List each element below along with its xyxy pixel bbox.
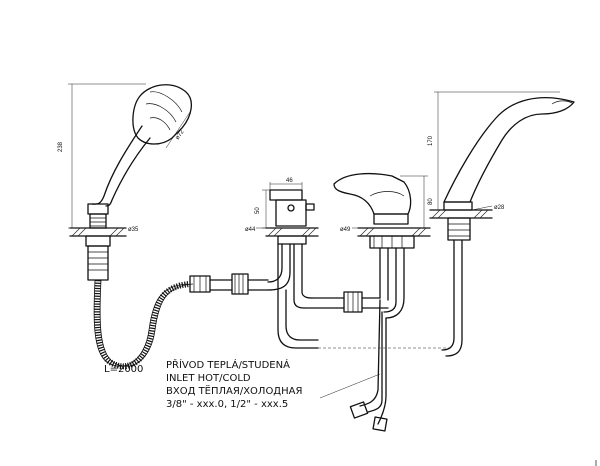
dim-diverter-base: ø44 [245, 227, 256, 233]
dim-handshower-diameter: ø72 [175, 129, 186, 141]
diverter [265, 189, 389, 349]
dim-mixer-height: 80 [428, 198, 434, 205]
inlet-note-line2: INLET HOT/COLD [166, 373, 251, 384]
dim-diverter-height: 50 [255, 207, 261, 214]
deck-left [69, 227, 127, 281]
dim-diverter-width: 46 [286, 178, 293, 184]
hand-shower [87, 84, 192, 229]
dim-spout-height: 170 [428, 135, 434, 146]
inlet-note-line4: 3/8" - xxx.0, 1/2" - xxx.5 [166, 399, 288, 410]
inlet-note: PŘÍVOD TEPLÁ/STUDENÁ INLET HOT/COLD ВХОД… [166, 358, 302, 410]
inlet-note-line1: PŘÍVOD TEPLÁ/STUDENÁ [166, 358, 290, 371]
hose-length: L=2000 [104, 364, 143, 375]
dim-spout-base: ø28 [494, 205, 505, 211]
mixer [333, 172, 431, 432]
shower-hose [93, 273, 269, 370]
inlet-note-line3: ВХОД ТЁПЛАЯ/ХОЛОДНАЯ [166, 384, 302, 397]
dimension-lines [68, 83, 560, 399]
dim-handshower-height: 238 [58, 141, 64, 152]
dim-handshower-base: ø35 [128, 227, 139, 233]
spout [429, 96, 575, 357]
dim-mixer-base: ø49 [340, 227, 351, 233]
